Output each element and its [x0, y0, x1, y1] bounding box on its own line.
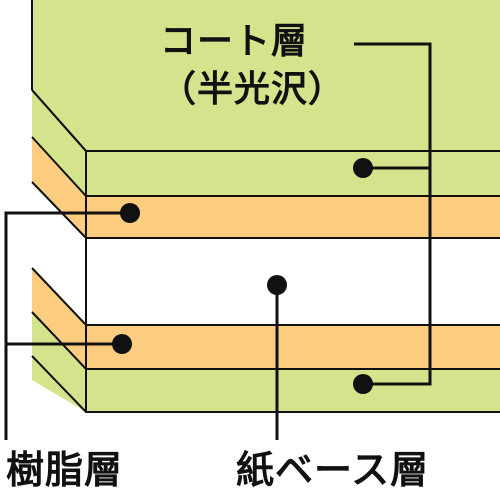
paper-base-layer-band	[32, 182, 500, 325]
coat-layer-lower-front	[86, 369, 500, 412]
paper-base-layer-label: 紙ベース層	[236, 448, 430, 492]
resin-lower-marker-dot	[112, 334, 132, 354]
resin-layer-upper-band	[32, 137, 500, 238]
coat-lower-marker-dot	[353, 374, 373, 394]
layer-stack	[0, 0, 500, 440]
layer-edge-lines	[31, 0, 500, 413]
resin-leader-line	[4, 211, 130, 440]
resin-upper-marker-dot	[120, 203, 140, 223]
marker-dots	[112, 158, 373, 394]
bottom-blank-area	[32, 380, 500, 440]
coat-leader-line	[354, 42, 432, 386]
coat-upper-marker-dot	[353, 158, 373, 178]
resin-layer-label: 樹脂層	[6, 448, 124, 492]
coat-layer-top-surface	[32, 0, 500, 151]
resin-layer-lower-band	[32, 268, 500, 369]
paper-marker-dot	[267, 275, 287, 295]
coat-layer-label: コート層	[160, 21, 309, 62]
coat-layer-note-label: （半光沢）	[160, 69, 346, 110]
leader-lines	[4, 42, 432, 440]
left-blank-area	[0, 0, 32, 440]
coat-layer-lower-side	[32, 312, 86, 412]
